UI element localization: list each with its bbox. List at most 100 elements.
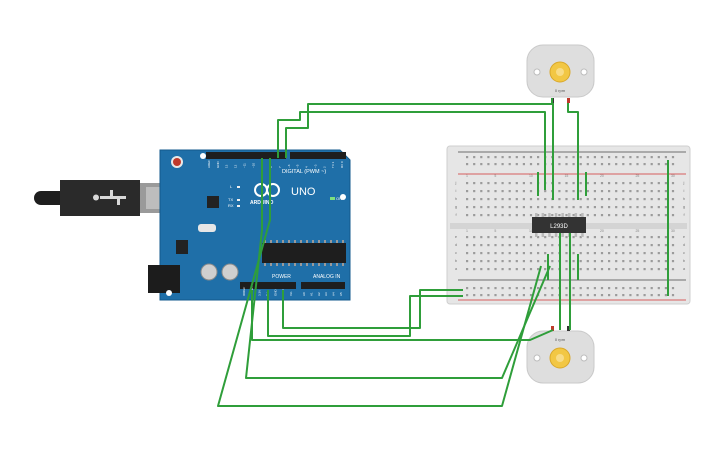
breadboard-hole[interactable] bbox=[473, 244, 476, 247]
breadboard-hole[interactable] bbox=[664, 206, 667, 209]
breadboard-hole[interactable] bbox=[636, 198, 639, 201]
breadboard-hole[interactable] bbox=[480, 214, 483, 217]
breadboard-hole[interactable] bbox=[494, 244, 497, 247]
breadboard-hole[interactable] bbox=[473, 294, 476, 297]
breadboard-hole[interactable] bbox=[586, 268, 589, 271]
breadboard-hole[interactable] bbox=[657, 214, 660, 217]
breadboard-hole[interactable] bbox=[650, 268, 653, 271]
breadboard-hole[interactable] bbox=[593, 287, 596, 290]
breadboard-hole[interactable] bbox=[480, 260, 483, 263]
breadboard-hole[interactable] bbox=[586, 163, 589, 166]
breadboard-hole[interactable] bbox=[544, 190, 547, 193]
breadboard-hole[interactable] bbox=[515, 163, 518, 166]
breadboard-hole[interactable] bbox=[529, 214, 533, 217]
breadboard-hole[interactable] bbox=[636, 252, 639, 255]
breadboard-hole[interactable] bbox=[508, 252, 511, 255]
breadboard-hole[interactable] bbox=[629, 252, 632, 255]
breadboard-hole[interactable] bbox=[600, 156, 604, 159]
breadboard-hole[interactable] bbox=[664, 156, 667, 159]
breadboard-hole[interactable] bbox=[473, 268, 476, 271]
breadboard-hole[interactable] bbox=[629, 182, 632, 185]
breadboard-hole[interactable] bbox=[650, 156, 653, 159]
analog-header[interactable] bbox=[301, 282, 345, 289]
breadboard-hole[interactable] bbox=[544, 260, 547, 263]
breadboard-hole[interactable] bbox=[522, 294, 525, 297]
breadboard-hole[interactable] bbox=[558, 206, 561, 209]
breadboard-hole[interactable] bbox=[501, 236, 504, 239]
breadboard-hole[interactable] bbox=[544, 206, 547, 209]
breadboard-hole[interactable] bbox=[473, 214, 476, 217]
breadboard-hole[interactable] bbox=[565, 287, 568, 290]
breadboard-hole[interactable] bbox=[629, 198, 632, 201]
breadboard-hole[interactable] bbox=[515, 236, 518, 239]
breadboard-hole[interactable] bbox=[565, 214, 568, 217]
breadboard-hole[interactable] bbox=[586, 214, 589, 217]
breadboard-hole[interactable] bbox=[558, 214, 561, 217]
breadboard-hole[interactable] bbox=[487, 182, 490, 185]
breadboard-hole[interactable] bbox=[657, 268, 660, 271]
breadboard-hole[interactable] bbox=[501, 156, 504, 159]
breadboard-hole[interactable] bbox=[671, 182, 675, 185]
breadboard-hole[interactable] bbox=[600, 268, 604, 271]
breadboard-hole[interactable] bbox=[544, 252, 547, 255]
breadboard-hole[interactable] bbox=[608, 163, 611, 166]
breadboard-hole[interactable] bbox=[572, 294, 575, 297]
breadboard-hole[interactable] bbox=[487, 206, 490, 209]
breadboard-hole[interactable] bbox=[615, 206, 618, 209]
breadboard-hole[interactable] bbox=[494, 268, 497, 271]
breadboard-hole[interactable] bbox=[558, 182, 561, 185]
breadboard-hole[interactable] bbox=[650, 190, 653, 193]
breadboard-hole[interactable] bbox=[501, 252, 504, 255]
breadboard-hole[interactable] bbox=[494, 252, 497, 255]
breadboard-hole[interactable] bbox=[600, 190, 604, 193]
breadboard-hole[interactable] bbox=[480, 268, 483, 271]
breadboard-hole[interactable] bbox=[466, 294, 469, 297]
breadboard-hole[interactable] bbox=[551, 252, 554, 255]
breadboard-hole[interactable] bbox=[636, 268, 639, 271]
breadboard-hole[interactable] bbox=[466, 236, 469, 239]
breadboard-hole[interactable] bbox=[480, 198, 483, 201]
breadboard-hole[interactable] bbox=[473, 252, 476, 255]
breadboard-hole[interactable] bbox=[544, 214, 547, 217]
breadboard-hole[interactable] bbox=[529, 287, 533, 290]
breadboard-hole[interactable] bbox=[608, 190, 611, 193]
breadboard-hole[interactable] bbox=[508, 236, 511, 239]
breadboard-hole[interactable] bbox=[608, 236, 611, 239]
breadboard-hole[interactable] bbox=[629, 260, 632, 263]
breadboard-hole[interactable] bbox=[565, 260, 568, 263]
breadboard-hole[interactable] bbox=[508, 163, 511, 166]
breadboard-hole[interactable] bbox=[586, 190, 589, 193]
breadboard-hole[interactable] bbox=[522, 252, 525, 255]
breadboard-hole[interactable] bbox=[593, 190, 596, 193]
breadboard-hole[interactable] bbox=[494, 236, 497, 239]
breadboard-hole[interactable] bbox=[466, 163, 469, 166]
breadboard-hole[interactable] bbox=[579, 163, 582, 166]
breadboard-hole[interactable] bbox=[615, 287, 618, 290]
breadboard-hole[interactable] bbox=[636, 287, 639, 290]
breadboard-hole[interactable] bbox=[515, 198, 518, 201]
breadboard-hole[interactable] bbox=[664, 260, 667, 263]
breadboard-hole[interactable] bbox=[480, 287, 483, 290]
breadboard-hole[interactable] bbox=[600, 252, 604, 255]
breadboard-hole[interactable] bbox=[593, 182, 596, 185]
breadboard-hole[interactable] bbox=[643, 182, 646, 185]
breadboard-hole[interactable] bbox=[501, 163, 504, 166]
breadboard-hole[interactable] bbox=[608, 214, 611, 217]
breadboard-hole[interactable] bbox=[671, 294, 675, 297]
breadboard-hole[interactable] bbox=[664, 182, 667, 185]
breadboard-hole[interactable] bbox=[600, 182, 604, 185]
breadboard-hole[interactable] bbox=[501, 244, 504, 247]
breadboard-hole[interactable] bbox=[487, 268, 490, 271]
breadboard-hole[interactable] bbox=[600, 198, 604, 201]
breadboard-hole[interactable] bbox=[664, 268, 667, 271]
breadboard-hole[interactable] bbox=[480, 163, 483, 166]
breadboard-hole[interactable] bbox=[643, 268, 646, 271]
breadboard-hole[interactable] bbox=[501, 294, 504, 297]
breadboard-hole[interactable] bbox=[501, 260, 504, 263]
breadboard-hole[interactable] bbox=[466, 252, 469, 255]
breadboard-hole[interactable] bbox=[586, 236, 589, 239]
wire-pin-to-in1[interactable] bbox=[277, 111, 546, 190]
breadboard-hole[interactable] bbox=[473, 163, 476, 166]
breadboard-hole[interactable] bbox=[515, 156, 518, 159]
breadboard-hole[interactable] bbox=[529, 163, 533, 166]
